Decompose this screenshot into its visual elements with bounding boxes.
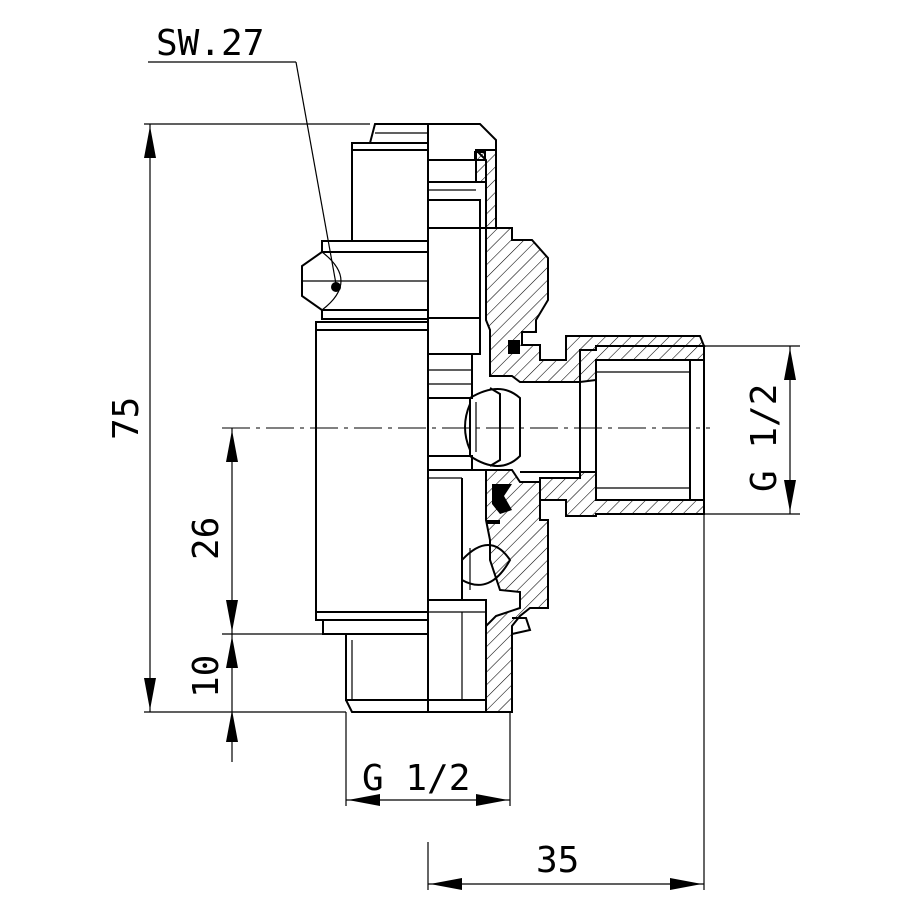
side-reach-label: 35 [536,840,579,881]
inlet-offset-dimension: 26 [186,428,346,635]
wrench-size-label: SW.27 [156,23,264,64]
bottom-thread-label: G 1/2 [362,758,470,799]
bottom-thread-dimension: G 1/2 [345,712,511,806]
wrench-size-callout: SW.27 [148,23,341,292]
overall-height-label: 75 [106,397,147,440]
valve-body-section [427,123,706,713]
thread-length-dimension: 10 [186,634,238,762]
overall-height-dimension: 75 [106,123,370,713]
side-reach-dimension: 35 [427,514,705,890]
thread-length-label: 10 [186,655,227,698]
valve-body-exterior [301,123,429,713]
side-thread-dimension: G 1/2 [704,345,800,515]
inlet-offset-label: 26 [186,517,227,560]
side-thread-label: G 1/2 [744,384,785,492]
